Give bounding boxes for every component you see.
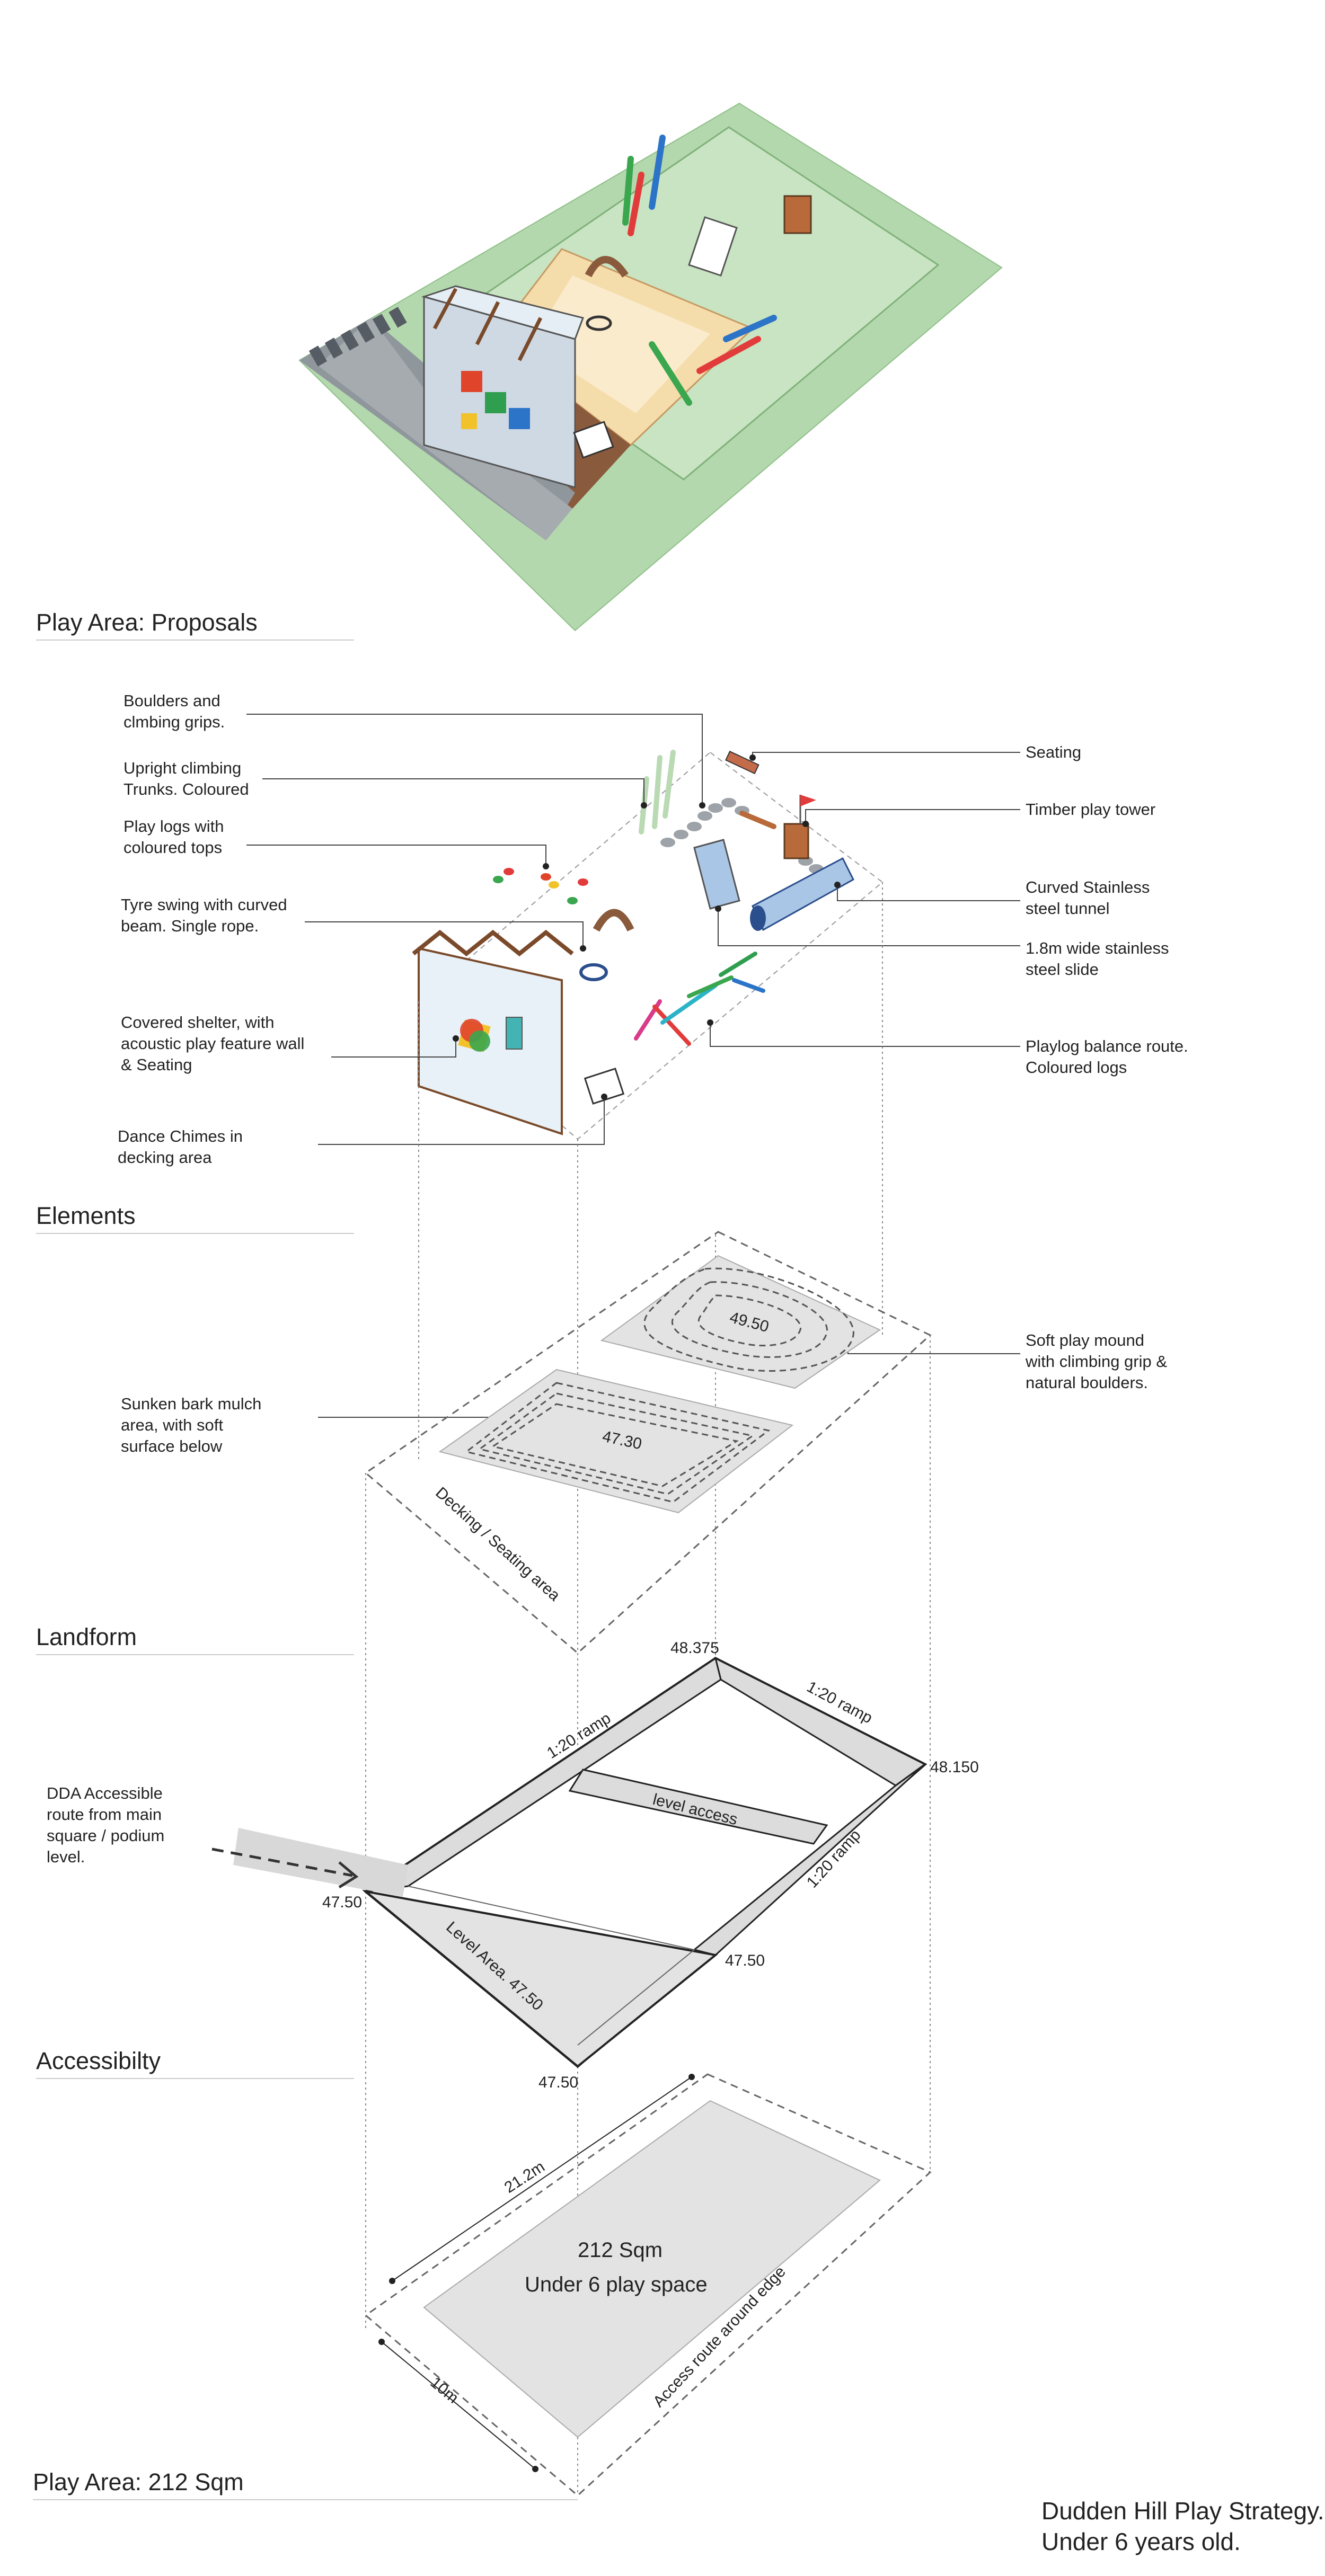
proposals-shelter bbox=[412, 929, 574, 1135]
render-shelter bbox=[421, 285, 584, 488]
level-mid: 47.50 bbox=[725, 1952, 765, 1969]
proposals-tyre bbox=[579, 963, 608, 981]
dim-dot-long-b bbox=[688, 2074, 695, 2080]
proposals-layer bbox=[412, 750, 884, 1140]
proposals-play-logs bbox=[493, 868, 588, 904]
proposals-tower bbox=[783, 795, 816, 859]
level-bottom: 47.50 bbox=[538, 2074, 578, 2091]
dim-dot-long-a bbox=[389, 2278, 395, 2284]
level-top: 48.375 bbox=[670, 1639, 719, 1657]
proposals-wood-log bbox=[739, 811, 776, 829]
accessibility-layer: 48.375 48.150 47.50 47.50 47.50 1:20 ram… bbox=[211, 1639, 979, 2091]
dim-line-short bbox=[381, 2341, 536, 2470]
dda-arrow-head bbox=[338, 1861, 359, 1889]
level-left: 47.50 bbox=[322, 1894, 362, 1911]
bark-contours bbox=[464, 1382, 771, 1503]
callout-tower: Timber play tower bbox=[1026, 800, 1155, 819]
section-headings: Play Area: Proposals Elements Landform A… bbox=[33, 609, 578, 2500]
proposals-seating bbox=[725, 750, 759, 775]
proposals-balance-logs bbox=[634, 952, 765, 1046]
proposals-upright-trunks bbox=[639, 750, 676, 834]
site-render bbox=[298, 102, 1003, 632]
render-paving bbox=[308, 307, 407, 367]
soft-play-mound bbox=[600, 1255, 881, 1389]
level-area-inner bbox=[408, 1886, 696, 2046]
proposals-chimes bbox=[584, 1068, 625, 1105]
footer-title: Dudden Hill Play Strategy. Under 6 years… bbox=[1041, 2497, 1325, 2555]
area-outline bbox=[364, 2073, 932, 2497]
render-arch bbox=[585, 256, 629, 278]
callout-seating: Seating bbox=[1026, 743, 1081, 761]
landform-layer: 49.50 47.30 Decking / Seating area bbox=[364, 1231, 932, 1654]
render-tyre bbox=[586, 315, 612, 331]
heading-elements: Elements bbox=[36, 1202, 136, 1229]
decking-label: Decking / Seating area bbox=[432, 1484, 563, 1605]
dim-dot-short-a bbox=[378, 2339, 385, 2345]
dda-route-arrow-band bbox=[233, 1828, 408, 1897]
render-chimes bbox=[573, 421, 614, 459]
proposals-tunnel bbox=[750, 857, 854, 931]
render-logs bbox=[622, 135, 777, 406]
heading-landform: Landform bbox=[36, 1623, 137, 1650]
render-tower bbox=[783, 195, 812, 234]
heading-accessibility: Accessibilty bbox=[36, 2047, 161, 2074]
proposals-slide bbox=[693, 839, 740, 910]
level-right: 48.150 bbox=[930, 1758, 979, 1776]
render-slide bbox=[688, 216, 738, 277]
heading-area: Play Area: 212 Sqm bbox=[33, 2468, 244, 2495]
area-value: 212 Sqm bbox=[578, 2239, 662, 2262]
level-access-strip bbox=[568, 1769, 828, 1845]
area-desc: Under 6 play space bbox=[525, 2273, 708, 2296]
dim-line-long bbox=[392, 2076, 692, 2281]
dim-short: 10m bbox=[427, 2374, 462, 2407]
play-space bbox=[423, 2100, 881, 2438]
level-area bbox=[361, 1889, 718, 2068]
area-layer: 21.2m 10m 212 Sqm Under 6 play space Acc… bbox=[364, 2073, 932, 2497]
dim-dot-short-b bbox=[532, 2466, 538, 2472]
callout-balance: Playlog balance route.Coloured logs bbox=[1026, 1037, 1188, 1077]
landform-outline bbox=[364, 1231, 932, 1654]
mound-contours bbox=[643, 1267, 854, 1372]
render-sand-light bbox=[530, 276, 710, 413]
heading-proposals: Play Area: Proposals bbox=[36, 609, 258, 636]
dda-route-arrow bbox=[211, 1847, 353, 1877]
proposals-tyre-beam bbox=[593, 909, 634, 932]
